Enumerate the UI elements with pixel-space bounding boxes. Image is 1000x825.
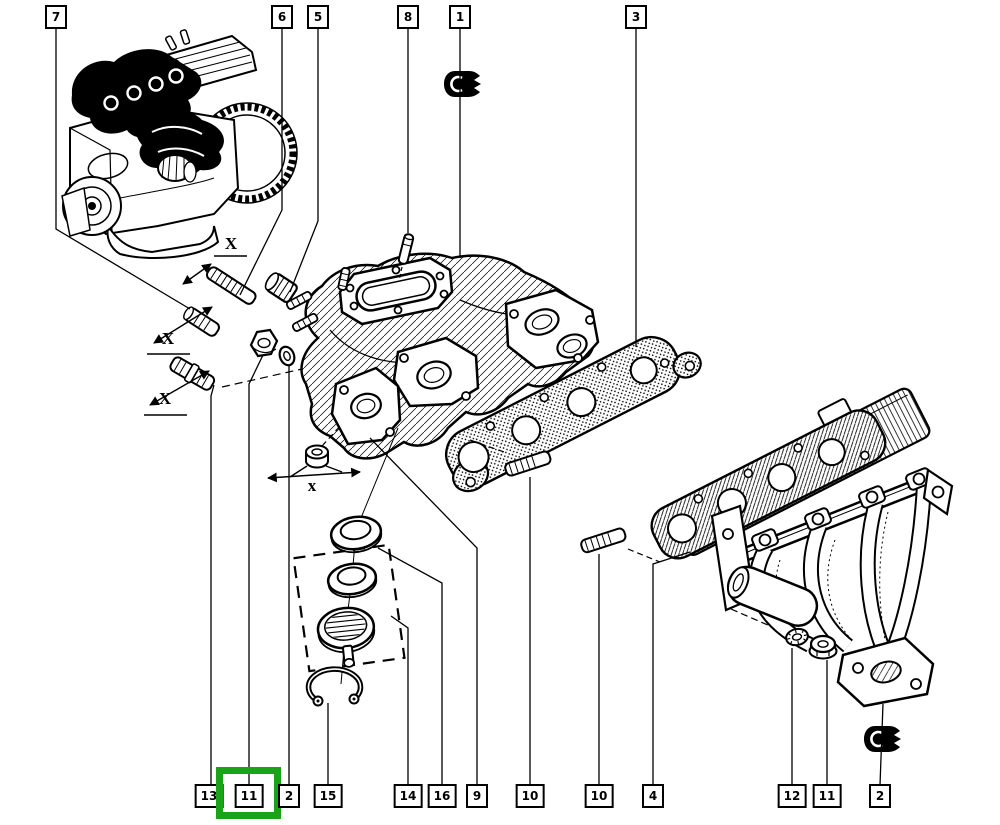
- alignment-pin: [397, 233, 415, 282]
- seal-ring-middle: [326, 562, 378, 599]
- callout-bottom-13[interactable]: 13: [194, 784, 224, 808]
- leader-line-bottom-4: [652, 551, 691, 785]
- callout-bottom-9[interactable]: 9: [466, 784, 488, 808]
- exhaust-manifold-gasket: [650, 409, 887, 560]
- callout-bottom-4[interactable]: 4: [642, 784, 664, 808]
- lock-nut-small: [305, 444, 329, 469]
- callout-top-1[interactable]: 1: [449, 5, 471, 29]
- retaining-clip-top: [444, 71, 481, 97]
- callout-bottom-14[interactable]: 14: [393, 784, 423, 808]
- manifold-nut: [249, 328, 279, 358]
- leader-line-top-6: [239, 28, 283, 296]
- leader-line-top-5: [289, 28, 319, 293]
- heater-valve-disc: [316, 606, 376, 668]
- retaining-clip-bottom: [864, 726, 901, 752]
- callout-bottom-10[interactable]: 10: [515, 784, 545, 808]
- leader-lines: [55, 28, 884, 786]
- dashed-outline-box: [292, 543, 406, 673]
- intake-stud-lower: [504, 450, 552, 477]
- leader-line-bottom-2: [879, 703, 884, 786]
- manifold-washer: [278, 345, 296, 367]
- dimension-bracket: [289, 465, 308, 478]
- callout-top-3[interactable]: 3: [625, 5, 647, 29]
- dimension-arrow: [182, 263, 212, 285]
- leader-line-bottom-16: [377, 547, 443, 785]
- callout-bottom-11[interactable]: 11: [234, 784, 264, 808]
- snap-ring: [305, 666, 364, 707]
- callout-bottom-2[interactable]: 2: [278, 784, 300, 808]
- leader-line-top-7: [55, 28, 191, 310]
- selected-callout-highlight: [216, 767, 281, 819]
- dimension-arrow: [149, 370, 210, 406]
- callout-top-8[interactable]: 8: [397, 5, 419, 29]
- intake-manifold-gasket: [445, 335, 702, 493]
- leader-line-bottom-13: [210, 384, 215, 785]
- leader-line-bottom-9: [369, 437, 478, 785]
- callout-top-7[interactable]: 7: [45, 5, 67, 29]
- spacer-bushing: [264, 272, 298, 304]
- axis-line: [469, 439, 505, 453]
- serrated-washer: [785, 627, 809, 647]
- callout-top-5[interactable]: 5: [307, 5, 329, 29]
- dimension-arrow: [153, 306, 213, 344]
- leader-line-bottom-11: [248, 354, 264, 785]
- callout-bottom-15[interactable]: 15: [313, 784, 343, 808]
- dimension-label: x: [308, 476, 317, 495]
- dimension-bracket: [325, 465, 343, 473]
- dimension-arrow: [267, 467, 361, 483]
- callout-bottom-2[interactable]: 2: [869, 784, 891, 808]
- intake-manifold-drawing: [285, 252, 600, 460]
- engine-drawing: [61, 29, 298, 259]
- callout-bottom-12[interactable]: 12: [777, 784, 807, 808]
- callout-bottom-10[interactable]: 10: [584, 784, 614, 808]
- leader-line-bottom-14: [390, 615, 409, 785]
- callout-bottom-11[interactable]: 11: [812, 784, 842, 808]
- callout-top-6[interactable]: 6: [271, 5, 293, 29]
- callout-bottom-16[interactable]: 16: [427, 784, 457, 808]
- exhaust-flange-nut: [808, 634, 838, 660]
- dimension-label: X: [225, 234, 238, 253]
- exhaust-stud: [580, 527, 627, 554]
